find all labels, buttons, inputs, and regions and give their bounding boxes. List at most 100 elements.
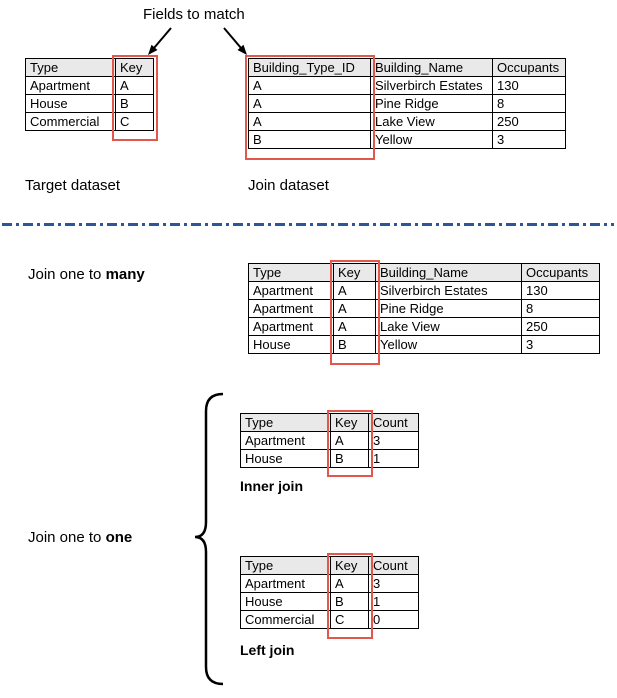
column-header: Key [115, 58, 154, 77]
one-to-many-table: Type Key Building_Name Occupants Apartme… [248, 260, 600, 365]
cell: B [330, 449, 369, 468]
cell: B [248, 130, 371, 149]
cell: House [25, 94, 116, 113]
left-join-caption: Left join [240, 642, 295, 658]
cell: Apartment [240, 574, 331, 593]
cell: 130 [492, 76, 566, 95]
table-row: A Pine Ridge 8 [248, 94, 566, 113]
table-header-row: Building_Type_ID Building_Name Occupants [248, 58, 566, 77]
cell: House [248, 335, 334, 354]
cell: House [240, 592, 331, 611]
cell: A [333, 299, 376, 318]
cell: 250 [492, 112, 566, 131]
column-header: Key [333, 263, 376, 282]
cell: Apartment [248, 317, 334, 336]
table-row: B Yellow 3 [248, 130, 566, 149]
label-bold-text: many [105, 266, 145, 283]
target-table: Type Key Apartment A House B Commercial … [25, 55, 158, 141]
table-row: Apartment A Lake View 250 [248, 317, 600, 336]
column-header: Type [25, 58, 116, 77]
cell: A [248, 94, 371, 113]
cell: 3 [368, 574, 419, 593]
cell: Silverbirch Estates [375, 281, 522, 300]
left-join-table: Type Key Count Apartment A 3 House B 1 C… [240, 553, 419, 639]
cell: Silverbirch Estates [370, 76, 493, 95]
cell: 1 [368, 449, 419, 468]
target-dataset-caption: Target dataset [25, 177, 121, 194]
cell: C [330, 610, 369, 629]
table-row: A Lake View 250 [248, 112, 566, 131]
table-row: House B 1 [240, 592, 419, 611]
cell: 0 [368, 610, 419, 629]
label-text: Join one to [28, 529, 102, 546]
cell: Pine Ridge [370, 94, 493, 113]
cell: 1 [368, 592, 419, 611]
table-row: Commercial C [25, 112, 154, 131]
arrow-down-left-icon [148, 27, 172, 55]
table-row: Commercial C 0 [240, 610, 419, 629]
column-header: Count [368, 413, 419, 432]
column-header: Key [330, 556, 369, 575]
column-header: Count [368, 556, 419, 575]
table-row: Apartment A 3 [240, 431, 419, 450]
cell: A [115, 76, 154, 95]
column-header: Occupants [521, 263, 600, 282]
cell: A [248, 112, 371, 131]
join-table: Building_Type_ID Building_Name Occupants… [245, 55, 566, 160]
pointer-arrows [148, 27, 247, 55]
column-header: Occupants [492, 58, 566, 77]
cell: 3 [521, 335, 600, 354]
table-header-row: Type Key Count [240, 556, 419, 575]
cell: 8 [492, 94, 566, 113]
table-row: Apartment A Silverbirch Estates 130 [248, 281, 600, 300]
column-header: Type [240, 413, 331, 432]
join-one-to-many-label: Join one to many [28, 266, 145, 283]
cell: 130 [521, 281, 600, 300]
table-row: Apartment A 3 [240, 574, 419, 593]
cell: B [115, 94, 154, 113]
cell: C [115, 112, 154, 131]
cell: 3 [368, 431, 419, 450]
cell: A [248, 76, 371, 95]
cell: Yellow [370, 130, 493, 149]
column-header: Key [330, 413, 369, 432]
table-header-row: Type Key Building_Name Occupants [248, 263, 600, 282]
cell: Yellow [375, 335, 522, 354]
inner-join-caption: Inner join [240, 478, 303, 494]
cell: Apartment [25, 76, 116, 95]
cell: A [330, 431, 369, 450]
table-row: House B Yellow 3 [248, 335, 600, 354]
cell: A [330, 574, 369, 593]
inner-join-table: Type Key Count Apartment A 3 House B 1 [240, 410, 419, 477]
cell: A [333, 317, 376, 336]
column-header: Building_Type_ID [248, 58, 371, 77]
section-divider [2, 223, 614, 226]
column-header: Building_Name [375, 263, 522, 282]
arrow-down-right-icon [223, 27, 247, 55]
label-text: Join one to [28, 266, 102, 283]
label-bold-text: one [105, 529, 133, 546]
cell: 8 [521, 299, 600, 318]
cell: Lake View [370, 112, 493, 131]
cell: Apartment [248, 299, 334, 318]
table-header-row: Type Key [25, 58, 154, 77]
table-row: House B [25, 94, 154, 113]
table-row: House B 1 [240, 449, 419, 468]
cell: Apartment [248, 281, 334, 300]
table-row: Apartment A [25, 76, 154, 95]
diagram-title: Fields to match [143, 6, 245, 23]
column-header: Building_Name [370, 58, 493, 77]
cell: 250 [521, 317, 600, 336]
cell: A [333, 281, 376, 300]
cell: Lake View [375, 317, 522, 336]
table-header-row: Type Key Count [240, 413, 419, 432]
cell: Commercial [25, 112, 116, 131]
cell: Commercial [240, 610, 331, 629]
table-row: Apartment A Pine Ridge 8 [248, 299, 600, 318]
cell: B [330, 592, 369, 611]
cell: B [333, 335, 376, 354]
table-row: A Silverbirch Estates 130 [248, 76, 566, 95]
column-header: Type [248, 263, 334, 282]
curly-brace [194, 392, 224, 686]
